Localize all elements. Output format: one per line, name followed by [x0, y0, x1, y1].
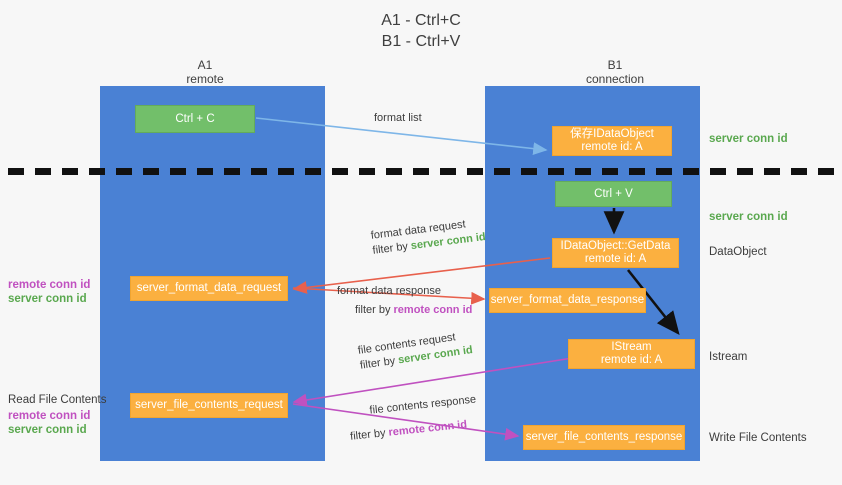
filter-key-remote-conn-id: remote conn id: [393, 304, 473, 316]
label-remote-conn-id-1: remote conn id: [8, 279, 91, 291]
annotation-file-contents-response: file contents response filter by remote …: [347, 393, 479, 445]
box-ctrl-c-label: Ctrl + C: [175, 112, 215, 125]
box-istream-title: IStream: [611, 341, 652, 353]
box-server-format-data-response[interactable]: server_format_data_response: [489, 288, 646, 313]
box-server-file-contents-response[interactable]: server_file_contents_response: [523, 425, 685, 450]
label-conn-ids-format: remote conn id server conn id: [8, 278, 90, 306]
box-getdata-remote-id: remote id: A: [584, 253, 647, 265]
box-save-idataobject[interactable]: 保存IDataObject remote id: A: [552, 126, 672, 156]
filter-prefix: filter by: [349, 426, 390, 443]
label-server-conn-id-left-1: server conn id: [8, 293, 87, 305]
label-server-conn-id-second: server conn id: [709, 211, 788, 223]
label-read-file-contents: Read File Contents: [8, 394, 107, 406]
box-server-file-contents-response-label: server_file_contents_response: [525, 431, 683, 443]
annotation-file-contents-request: file contents request filter by server c…: [357, 328, 474, 374]
title-line-2: B1 - Ctrl+V: [381, 33, 461, 50]
annotation-format-list: format list: [374, 112, 422, 124]
label-remote-conn-id-2: remote conn id: [8, 410, 91, 422]
label-dataobject: DataObject: [709, 246, 767, 258]
filter-prefix: filter by: [371, 240, 412, 257]
phase-divider: [8, 168, 834, 175]
column-header-a1: A1 remote: [130, 58, 280, 86]
annotation-format-data-response: format data response filter by remote co…: [337, 284, 472, 318]
annotation-format-data-response-filter: filter by remote conn id: [355, 303, 472, 318]
box-server-file-contents-request[interactable]: server_file_contents_request: [130, 393, 288, 418]
box-ctrl-v-label: Ctrl + V: [594, 187, 633, 200]
box-server-format-data-request[interactable]: server_format_data_request: [130, 276, 288, 301]
box-save-idataobject-title: 保存IDataObject: [570, 128, 654, 140]
box-server-format-data-request-label: server_format_data_request: [136, 282, 282, 294]
box-ctrl-v[interactable]: Ctrl + V: [555, 181, 672, 207]
annotation-file-contents-response-text: file contents response: [368, 393, 477, 417]
box-save-idataobject-remote-id: remote id: A: [581, 141, 643, 153]
box-istream-remote-id: remote id: A: [600, 354, 663, 366]
filter-key-remote-conn-id: remote conn id: [387, 418, 468, 439]
label-istream: Istream: [709, 351, 748, 363]
column-a1-role: remote: [186, 72, 224, 86]
box-idataobject-getdata[interactable]: IDataObject::GetData remote id: A: [552, 238, 679, 268]
annotation-format-data-response-text: format data response: [337, 285, 441, 297]
box-getdata-title: IDataObject::GetData: [560, 240, 671, 252]
box-server-format-data-response-label: server_format_data_response: [490, 294, 645, 306]
page-title: A1 - Ctrl+C B1 - Ctrl+V: [0, 10, 842, 52]
annotation-file-contents-response-filter: filter by remote conn id: [350, 416, 480, 444]
label-server-conn-id-left-2: server conn id: [8, 424, 87, 436]
label-server-conn-id-top: server conn id: [709, 133, 788, 145]
box-server-file-contents-request-label: server_file_contents_request: [135, 399, 283, 411]
filter-prefix: filter by: [355, 304, 394, 316]
label-write-file-contents: Write File Contents: [709, 432, 807, 444]
label-conn-ids-file: remote conn id server conn id: [8, 409, 90, 437]
annotation-format-data-request: format data request filter by server con…: [370, 215, 487, 259]
column-b1-role: connection: [585, 72, 645, 86]
box-ctrl-c[interactable]: Ctrl + C: [135, 105, 255, 133]
filter-prefix: filter by: [359, 354, 400, 372]
column-b1-name: B1: [607, 58, 623, 72]
column-header-b1: B1 connection: [540, 58, 690, 86]
title-line-1: A1 - Ctrl+C: [381, 12, 461, 29]
box-istream[interactable]: IStream remote id: A: [568, 339, 695, 369]
column-a1-name: A1: [197, 58, 213, 72]
